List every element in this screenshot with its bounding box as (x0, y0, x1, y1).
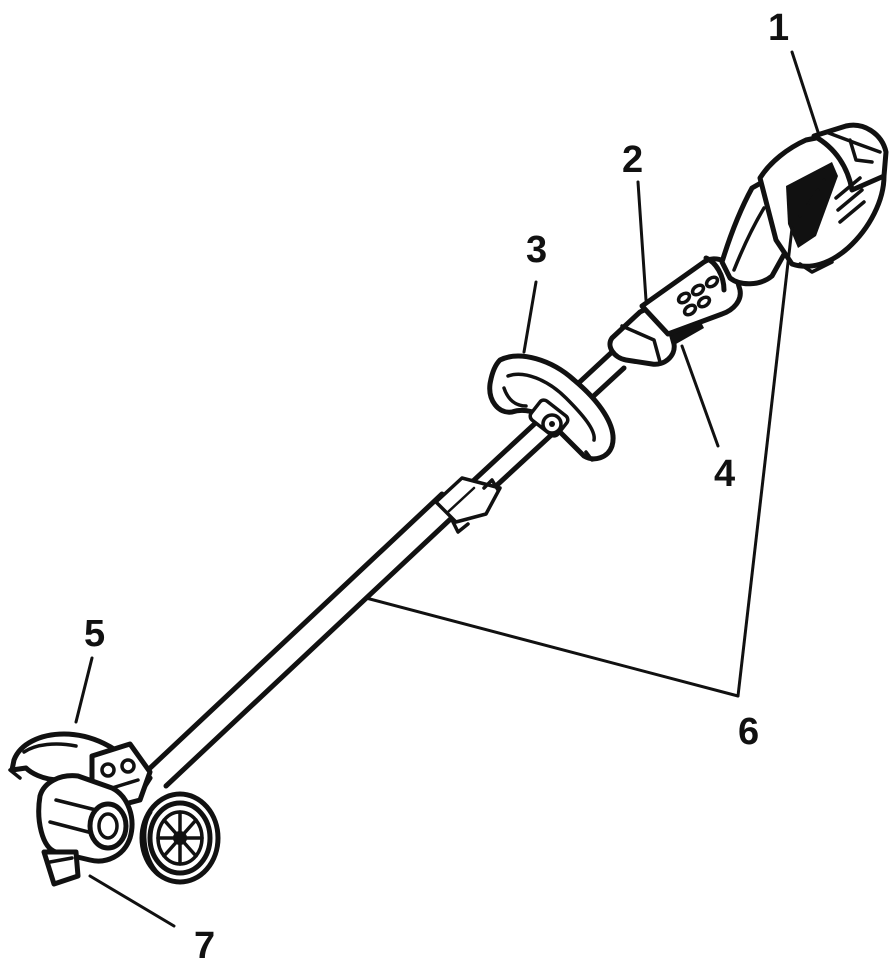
callout-2: 2 (622, 139, 643, 181)
leader-6b (736, 226, 794, 698)
leader-1 (790, 50, 820, 134)
callout-numbers: 1 2 3 4 5 6 7 (84, 7, 789, 965)
battery-pack (811, 122, 889, 193)
leader-4 (680, 344, 720, 448)
callout-7: 7 (194, 925, 215, 965)
callout-3: 3 (526, 229, 547, 271)
callout-4: 4 (714, 453, 735, 495)
wheel (139, 791, 221, 885)
shaft-coupler (434, 476, 502, 524)
auxiliary-handle (487, 353, 616, 462)
leader-3 (522, 280, 538, 354)
leader-2 (636, 180, 648, 302)
shaft (145, 349, 627, 789)
leader-lines (74, 50, 820, 928)
callout-1: 1 (768, 7, 789, 49)
edger-head (8, 731, 221, 887)
callout-6: 6 (738, 711, 759, 753)
leader-5 (74, 656, 94, 724)
battery-and-motor-housing (719, 122, 889, 287)
leader-6a (364, 596, 740, 698)
callout-5: 5 (84, 613, 105, 655)
leader-7 (88, 874, 176, 928)
grip-and-trigger (607, 255, 743, 367)
